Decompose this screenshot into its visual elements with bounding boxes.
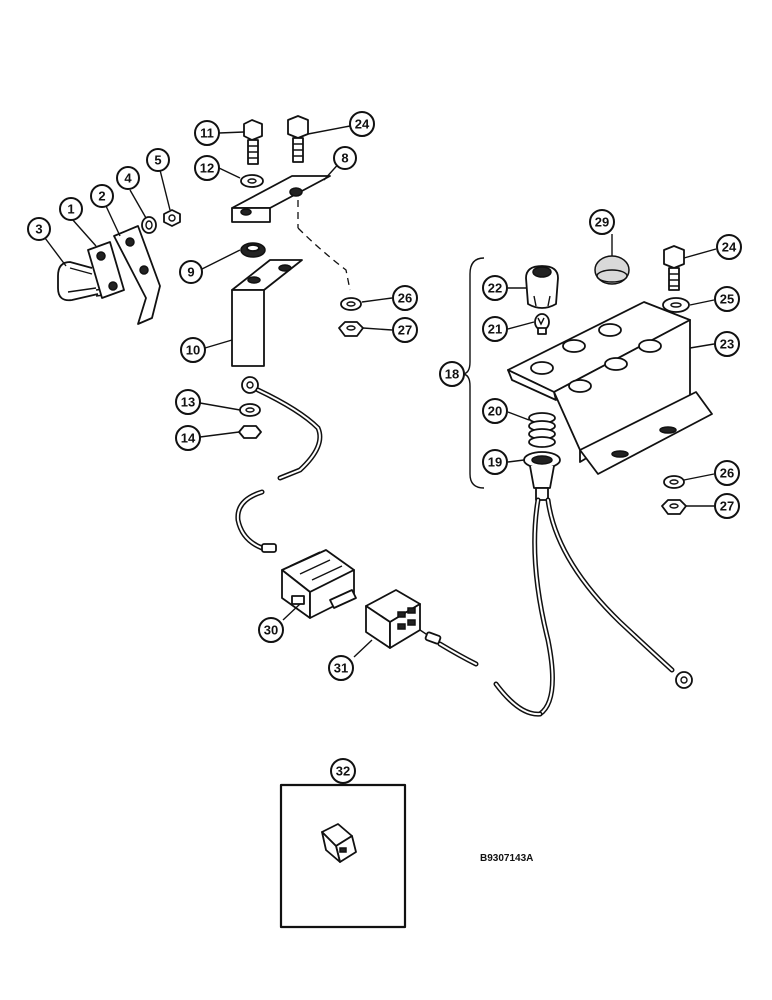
callout-label: 8: [341, 151, 348, 166]
washer-13-part: [239, 403, 261, 417]
callout-label: 20: [488, 404, 502, 419]
washer-part: [141, 216, 157, 234]
callout-18: 18: [439, 361, 465, 387]
bolt-11-part: [243, 119, 263, 165]
callout-label: 24: [355, 117, 370, 132]
bolt-24-right-part: [663, 245, 685, 291]
callout-23: 23: [714, 331, 740, 357]
callout-label: 32: [336, 764, 350, 779]
callout-label: 18: [445, 367, 459, 382]
callout-label: 22: [488, 281, 502, 296]
clamp-plate-part: [87, 241, 125, 299]
callout-31: 31: [328, 655, 354, 681]
nut-27-upper-part: [338, 321, 364, 337]
bracket-23-part: [507, 301, 713, 475]
callout-26-right: 26: [714, 460, 740, 486]
callout-label: 9: [187, 265, 194, 280]
leader-lines: [44, 125, 717, 658]
lamp-housing-19-part: [523, 451, 561, 501]
callout-label: 3: [35, 222, 42, 237]
connector-30-part: [281, 549, 357, 619]
callout-24-upper: 24: [349, 111, 375, 137]
nut-27-right-part: [661, 499, 687, 515]
callout-27-upper: 27: [392, 317, 418, 343]
callout-label: 25: [720, 292, 734, 307]
callout-2: 2: [90, 184, 114, 208]
callout-24-right: 24: [716, 234, 742, 260]
callout-29: 29: [589, 209, 615, 235]
bracket-10-part: [231, 259, 303, 367]
callout-label: 12: [200, 161, 214, 176]
callout-8: 8: [333, 146, 357, 170]
callout-label: 4: [124, 171, 132, 186]
callout-label: 5: [154, 153, 161, 168]
callout-label: 14: [181, 431, 196, 446]
callout-21: 21: [482, 316, 508, 342]
callout-14: 14: [175, 425, 201, 451]
callout-11: 11: [194, 120, 220, 146]
callout-label: 11: [200, 126, 214, 141]
callout-label: 29: [595, 215, 609, 230]
callout-label: 27: [720, 499, 734, 514]
grommet-9-part: [240, 242, 266, 258]
callout-label: 1: [67, 202, 74, 217]
callout-label: 24: [722, 240, 737, 255]
callout-label: 27: [398, 323, 412, 338]
callout-label: 23: [720, 337, 734, 352]
ground-wire-part: [235, 376, 323, 553]
callout-label: 2: [98, 189, 105, 204]
callout-20: 20: [482, 398, 508, 424]
nut-14-part: [238, 425, 262, 439]
plug-29-part: [594, 255, 630, 285]
callout-label: 31: [334, 661, 348, 676]
callout-1: 1: [59, 197, 83, 221]
bolt-24-upper-part: [287, 115, 309, 163]
ring-terminal-part: [675, 671, 693, 689]
reference-code: B9307143A: [480, 853, 533, 864]
grouping-brace: [461, 257, 485, 489]
callout-30: 30: [258, 617, 284, 643]
callout-label: 26: [720, 466, 734, 481]
washer-25-part: [662, 297, 690, 313]
spring-20-part: [528, 412, 556, 448]
bracket-8-part: [231, 175, 331, 223]
callout-4: 4: [116, 166, 140, 190]
callout-label: 10: [186, 343, 200, 358]
callout-19: 19: [482, 449, 508, 475]
callout-label: 30: [264, 623, 278, 638]
clamp-bracket-part: [113, 225, 161, 325]
callout-label: 13: [181, 395, 195, 410]
washer-26-upper-part: [340, 297, 362, 311]
callout-5: 5: [146, 148, 170, 172]
callout-label: 26: [398, 291, 412, 306]
callout-22: 22: [482, 275, 508, 301]
washer-26-right-part: [663, 475, 685, 489]
washer-12-part: [240, 174, 264, 188]
callout-13: 13: [175, 389, 201, 415]
callout-27-right: 27: [714, 493, 740, 519]
callout-3: 3: [27, 217, 51, 241]
callout-26-upper: 26: [392, 285, 418, 311]
lamp-socket-22-part: [525, 265, 559, 309]
nut-part: [163, 209, 181, 227]
callout-9: 9: [179, 260, 203, 284]
callout-10: 10: [180, 337, 206, 363]
connector-31-part: [365, 589, 442, 649]
bulb-21-part: [534, 313, 550, 335]
callout-label: 19: [488, 455, 502, 470]
callout-12: 12: [194, 155, 220, 181]
callout-label: 21: [488, 322, 502, 337]
callout-32: 32: [330, 758, 356, 784]
callout-25: 25: [714, 286, 740, 312]
kit-box-32: [279, 781, 407, 929]
